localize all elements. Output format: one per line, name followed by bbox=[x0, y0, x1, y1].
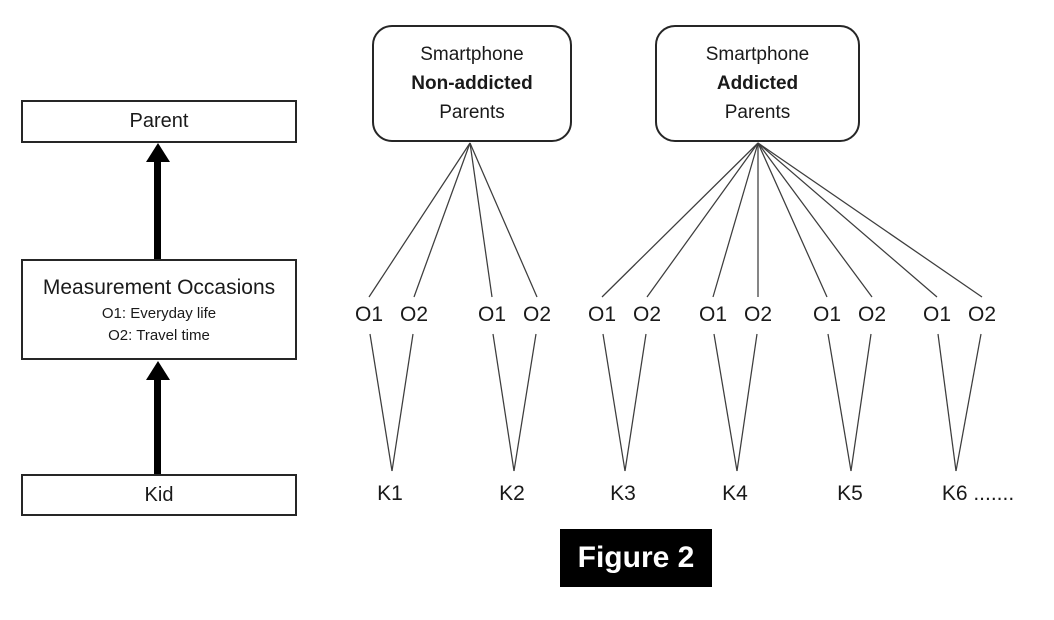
converge-line bbox=[602, 333, 626, 472]
fan-line bbox=[469, 142, 493, 298]
converge-line bbox=[391, 333, 414, 472]
occasion-label: O1 bbox=[921, 303, 953, 327]
fan-line bbox=[413, 142, 471, 298]
occasion-label: O1 bbox=[586, 303, 618, 327]
occasion-label: O2 bbox=[398, 303, 430, 327]
up-arrow-shaft bbox=[154, 376, 161, 474]
group-box-emphasis: Addicted bbox=[716, 73, 799, 94]
measurement-occasions-box: Measurement Occasions O1: Everyday life … bbox=[21, 259, 297, 360]
occasion-label: O2 bbox=[966, 303, 998, 327]
converge-line bbox=[369, 333, 393, 472]
converge-line bbox=[713, 333, 738, 472]
group-box-line: Smartphone bbox=[420, 44, 524, 65]
fan-line bbox=[757, 142, 828, 298]
up-arrow-head-icon bbox=[146, 361, 170, 380]
occasion-label: O2 bbox=[631, 303, 663, 327]
kid-label: K6 ....... bbox=[940, 482, 1016, 506]
kid-label: K1 bbox=[376, 482, 404, 506]
kid-box-label: Kid bbox=[144, 483, 174, 506]
occasion-label: O1 bbox=[476, 303, 508, 327]
converge-line bbox=[736, 333, 758, 472]
parent-box: Parent bbox=[21, 100, 297, 143]
converge-line bbox=[937, 333, 957, 472]
fan-line bbox=[757, 142, 873, 298]
fan-line bbox=[469, 142, 538, 298]
converge-line bbox=[624, 333, 647, 472]
kid-label: K5 bbox=[836, 482, 864, 506]
kid-box: Kid bbox=[21, 474, 297, 516]
up-arrow-shaft bbox=[154, 158, 161, 259]
occasion-definition-o2: O2: Travel time bbox=[108, 326, 210, 344]
converge-line bbox=[492, 333, 515, 472]
kid-label: K2 bbox=[498, 482, 526, 506]
occasion-label: O2 bbox=[742, 303, 774, 327]
occasion-label: O2 bbox=[521, 303, 553, 327]
fan-line bbox=[757, 142, 983, 298]
converge-line bbox=[513, 333, 537, 472]
occasion-label: O2 bbox=[856, 303, 888, 327]
converge-line bbox=[850, 333, 872, 472]
fan-line bbox=[368, 142, 471, 298]
occasion-definition-o1: O1: Everyday life bbox=[101, 304, 217, 322]
up-arrow-head-icon bbox=[146, 143, 170, 162]
occasion-label: O1 bbox=[697, 303, 729, 327]
fan-line bbox=[601, 142, 759, 298]
fan-line bbox=[712, 142, 759, 298]
kid-label: K3 bbox=[609, 482, 637, 506]
parent-box-label: Parent bbox=[129, 110, 189, 132]
group-box-line: Smartphone bbox=[705, 44, 810, 65]
converge-line bbox=[827, 333, 852, 472]
figure-caption: Figure 2 bbox=[560, 529, 712, 587]
fan-line bbox=[757, 142, 938, 298]
converge-line bbox=[955, 333, 982, 472]
occasion-label: O1 bbox=[353, 303, 385, 327]
group-box-line: Parents bbox=[439, 102, 505, 123]
group-box-emphasis: Non-addicted bbox=[411, 73, 533, 94]
occasion-label: O1 bbox=[811, 303, 843, 327]
group-box-line: Parents bbox=[724, 102, 791, 123]
fan-line bbox=[646, 142, 759, 298]
kid-label: K4 bbox=[721, 482, 749, 506]
measurement-occasions-title: Measurement Occasions bbox=[42, 275, 276, 299]
